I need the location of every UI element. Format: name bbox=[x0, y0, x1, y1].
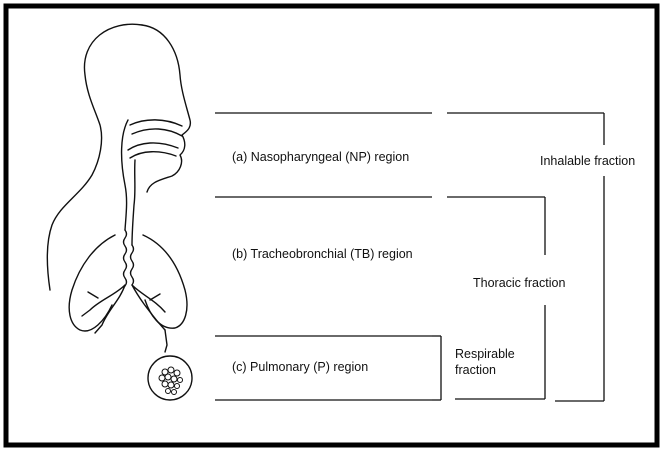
alveoli-cluster bbox=[159, 367, 183, 395]
trachea bbox=[124, 230, 127, 286]
nasal-passage bbox=[130, 120, 182, 126]
respiratory-tract-illustration bbox=[47, 24, 192, 400]
right-lung bbox=[143, 235, 187, 328]
alveoli-magnified bbox=[148, 356, 192, 400]
fraction-label-respirable: Respirable fraction bbox=[455, 347, 535, 378]
face-profile bbox=[142, 25, 190, 192]
pharynx bbox=[122, 120, 128, 230]
respirable-line-2: fraction bbox=[455, 363, 535, 379]
region-label-nasopharyngeal: (a) Nasopharyngeal (NP) region bbox=[232, 150, 409, 166]
fraction-label-inhalable: Inhalable fraction bbox=[540, 154, 635, 170]
left-lung bbox=[69, 235, 115, 331]
region-label-pulmonary: (c) Pulmonary (P) region bbox=[232, 360, 368, 376]
bronchi bbox=[82, 285, 165, 333]
respirable-line-1: Respirable bbox=[455, 347, 535, 363]
fraction-label-thoracic: Thoracic fraction bbox=[473, 276, 565, 292]
outer-border bbox=[6, 6, 657, 445]
region-label-tracheobronchial: (b) Tracheobronchial (TB) region bbox=[232, 247, 413, 263]
